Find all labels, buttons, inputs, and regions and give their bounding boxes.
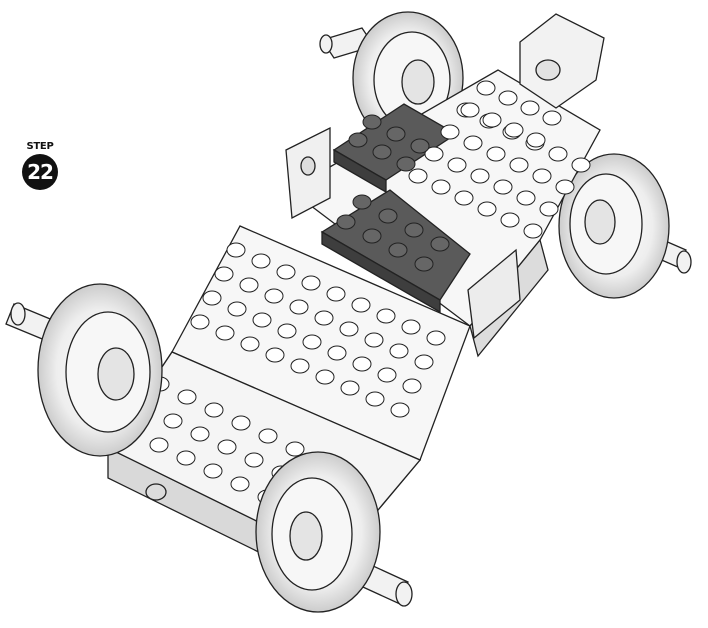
stud — [505, 123, 523, 137]
stud — [409, 169, 427, 183]
stud — [379, 209, 397, 223]
stud — [464, 136, 482, 150]
stud — [302, 276, 320, 290]
stud — [494, 180, 512, 194]
stud — [411, 139, 429, 153]
stud — [377, 309, 395, 323]
stud — [471, 169, 489, 183]
stud — [253, 313, 271, 327]
stud — [203, 291, 221, 305]
stud — [178, 390, 196, 404]
stud — [448, 158, 466, 172]
stud — [341, 381, 359, 395]
stud — [390, 344, 408, 358]
stud — [315, 311, 333, 325]
stud — [501, 213, 519, 227]
stud — [240, 278, 258, 292]
stud — [397, 157, 415, 171]
stud — [191, 427, 209, 441]
stud — [403, 379, 421, 393]
stud — [540, 202, 558, 216]
stud — [340, 322, 358, 336]
stud — [241, 337, 259, 351]
stud — [483, 113, 501, 127]
stud — [455, 191, 473, 205]
stud — [543, 111, 561, 125]
stud — [353, 357, 371, 371]
stud — [441, 125, 459, 139]
stud — [303, 335, 321, 349]
wheel-rear-left — [6, 284, 162, 456]
stud — [521, 101, 539, 115]
stud — [353, 195, 371, 209]
stud — [556, 180, 574, 194]
stud — [205, 403, 223, 417]
stud — [328, 346, 346, 360]
stud — [432, 180, 450, 194]
stud — [204, 464, 222, 478]
stud — [218, 440, 236, 454]
stud — [387, 127, 405, 141]
stud — [266, 348, 284, 362]
wheel-front-right — [559, 154, 691, 298]
stud — [402, 320, 420, 334]
stud — [366, 392, 384, 406]
stud — [431, 237, 449, 251]
stud — [231, 477, 249, 491]
stud — [517, 191, 535, 205]
stud — [191, 315, 209, 329]
stud — [290, 300, 308, 314]
stud — [265, 289, 283, 303]
stud — [533, 169, 551, 183]
stud — [549, 147, 567, 161]
stud — [477, 81, 495, 95]
stud — [405, 223, 423, 237]
stud — [177, 451, 195, 465]
stud — [352, 298, 370, 312]
stud — [389, 243, 407, 257]
stud — [215, 267, 233, 281]
stud — [415, 257, 433, 271]
stud — [427, 331, 445, 345]
stud — [150, 438, 168, 452]
stud — [415, 355, 433, 369]
stud — [259, 429, 277, 443]
stud — [499, 91, 517, 105]
stud — [164, 414, 182, 428]
stud — [291, 359, 309, 373]
stud — [524, 224, 542, 238]
stud — [487, 147, 505, 161]
stud — [349, 133, 367, 147]
stud — [232, 416, 250, 430]
stud — [478, 202, 496, 216]
stud — [337, 215, 355, 229]
stud — [245, 453, 263, 467]
stud — [363, 229, 381, 243]
stud — [277, 265, 295, 279]
stud — [510, 158, 528, 172]
stud — [527, 133, 545, 147]
stud — [216, 326, 234, 340]
stud — [228, 302, 246, 316]
stud — [286, 442, 304, 456]
stud — [278, 324, 296, 338]
stud — [316, 370, 334, 384]
stud — [378, 368, 396, 382]
stud — [327, 287, 345, 301]
stud — [365, 333, 383, 347]
stud — [461, 103, 479, 117]
stud — [252, 254, 270, 268]
stud — [363, 115, 381, 129]
stud — [373, 145, 391, 159]
stud — [572, 158, 590, 172]
stud — [391, 403, 409, 417]
stud — [227, 243, 245, 257]
